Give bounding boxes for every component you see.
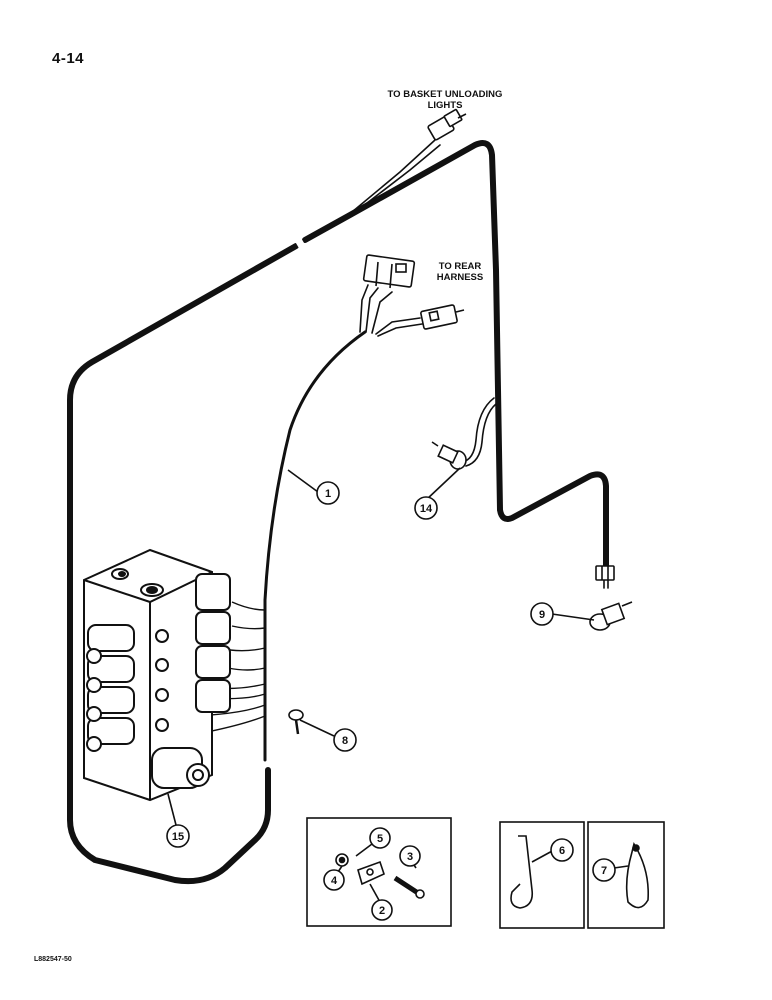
basket-lights-connector xyxy=(427,108,467,141)
callout-label-4: 4 xyxy=(331,875,338,887)
callout-label-8: 8 xyxy=(342,735,348,747)
hardware-box-2-5 xyxy=(306,817,452,927)
callout-14 xyxy=(414,496,438,520)
callout-label-2: 2 xyxy=(379,905,385,917)
callout-3 xyxy=(399,845,421,867)
callout-7 xyxy=(592,858,616,882)
label-to-rear-harness: TO REAR HARNESS xyxy=(436,261,484,283)
callout-8 xyxy=(333,728,357,752)
callout-1 xyxy=(316,481,340,505)
pin-8 xyxy=(288,709,304,735)
main-harness-loop xyxy=(67,140,609,885)
sensor-9 xyxy=(589,601,633,631)
callout-label-7: 7 xyxy=(601,865,607,877)
connector-9-lead xyxy=(595,565,615,581)
callout-6 xyxy=(550,838,574,862)
label-to-basket-unloading-lights: TO BASKET UNLOADING LIGHTS xyxy=(387,89,503,111)
callouts xyxy=(166,467,629,921)
callout-4 xyxy=(323,869,345,891)
callout-label-5: 5 xyxy=(377,833,383,845)
callout-label-14: 14 xyxy=(420,503,433,515)
strap-box-7 xyxy=(587,821,665,929)
callout-label-3: 3 xyxy=(407,851,413,863)
callout-5 xyxy=(369,827,391,849)
callout-label-6: 6 xyxy=(559,845,565,857)
rear-harness-connector-small xyxy=(420,304,465,330)
figure-code: L882547-50 xyxy=(34,956,72,963)
branch-wires xyxy=(351,139,609,589)
callout-15 xyxy=(166,824,190,848)
callout-2 xyxy=(371,899,393,921)
callout-label-15: 15 xyxy=(172,831,184,843)
clamp-box-6 xyxy=(499,821,585,929)
rear-harness-connector-large xyxy=(362,254,416,289)
valve-bundle xyxy=(263,330,367,762)
page-number: 4-14 xyxy=(52,50,85,67)
sensor-14 xyxy=(431,441,467,470)
callout-label-1: 1 xyxy=(325,488,331,500)
valve-assembly-15 xyxy=(83,548,231,802)
callout-label-9: 9 xyxy=(539,609,545,621)
callout-9 xyxy=(530,602,554,626)
